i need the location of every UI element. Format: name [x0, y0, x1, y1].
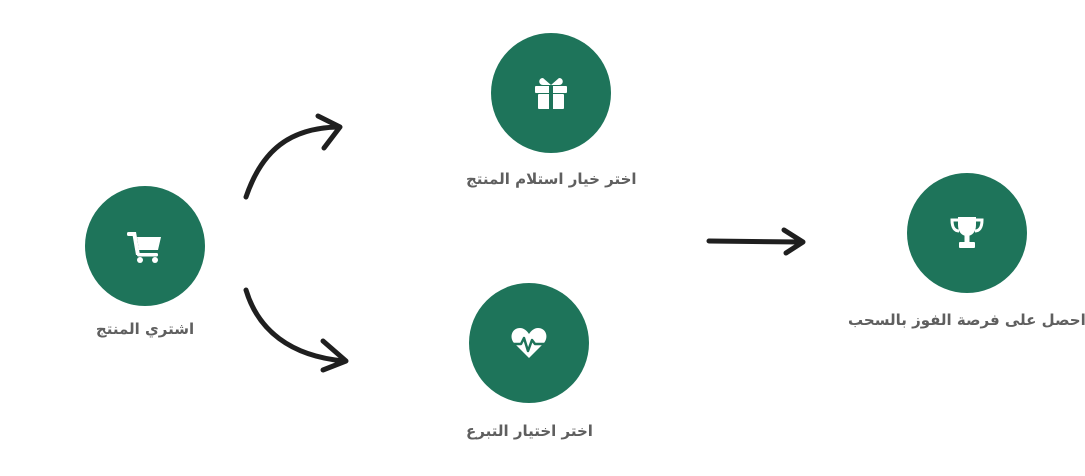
step-donate-circle — [469, 283, 590, 403]
step-donate-label: اختر اختيار التبرع — [466, 422, 593, 440]
step-receive: اختر خيار استلام المنتج — [466, 33, 637, 188]
step-receive-circle — [491, 33, 612, 153]
step-receive-label: اختر خيار استلام المنتج — [466, 170, 637, 188]
step-win-label: احصل على فرصة الفوز بالسحب — [848, 311, 1085, 329]
arrow-buy-to-donate — [243, 287, 347, 364]
step-win-circle — [906, 173, 1027, 293]
trophy-icon — [950, 217, 984, 248]
step-win: احصل على فرصة الفوز بالسحب — [848, 173, 1085, 329]
step-buy-label: اشتري المنتج — [95, 320, 195, 338]
cart-icon — [127, 232, 161, 263]
arrow-buy-to-receive-head — [315, 113, 343, 151]
step-donate: اختر اختيار التبرع — [466, 283, 593, 440]
step-buy-circle — [85, 186, 205, 306]
gift-icon — [535, 78, 568, 109]
arrow-buy-to-receive — [243, 124, 341, 200]
arrow-to-win — [706, 238, 803, 245]
arrow-to-win-head — [781, 227, 806, 256]
heartbeat-icon — [511, 328, 548, 358]
step-buy: اشتري المنتج — [85, 186, 205, 338]
arrow-buy-to-donate-head — [320, 338, 349, 373]
